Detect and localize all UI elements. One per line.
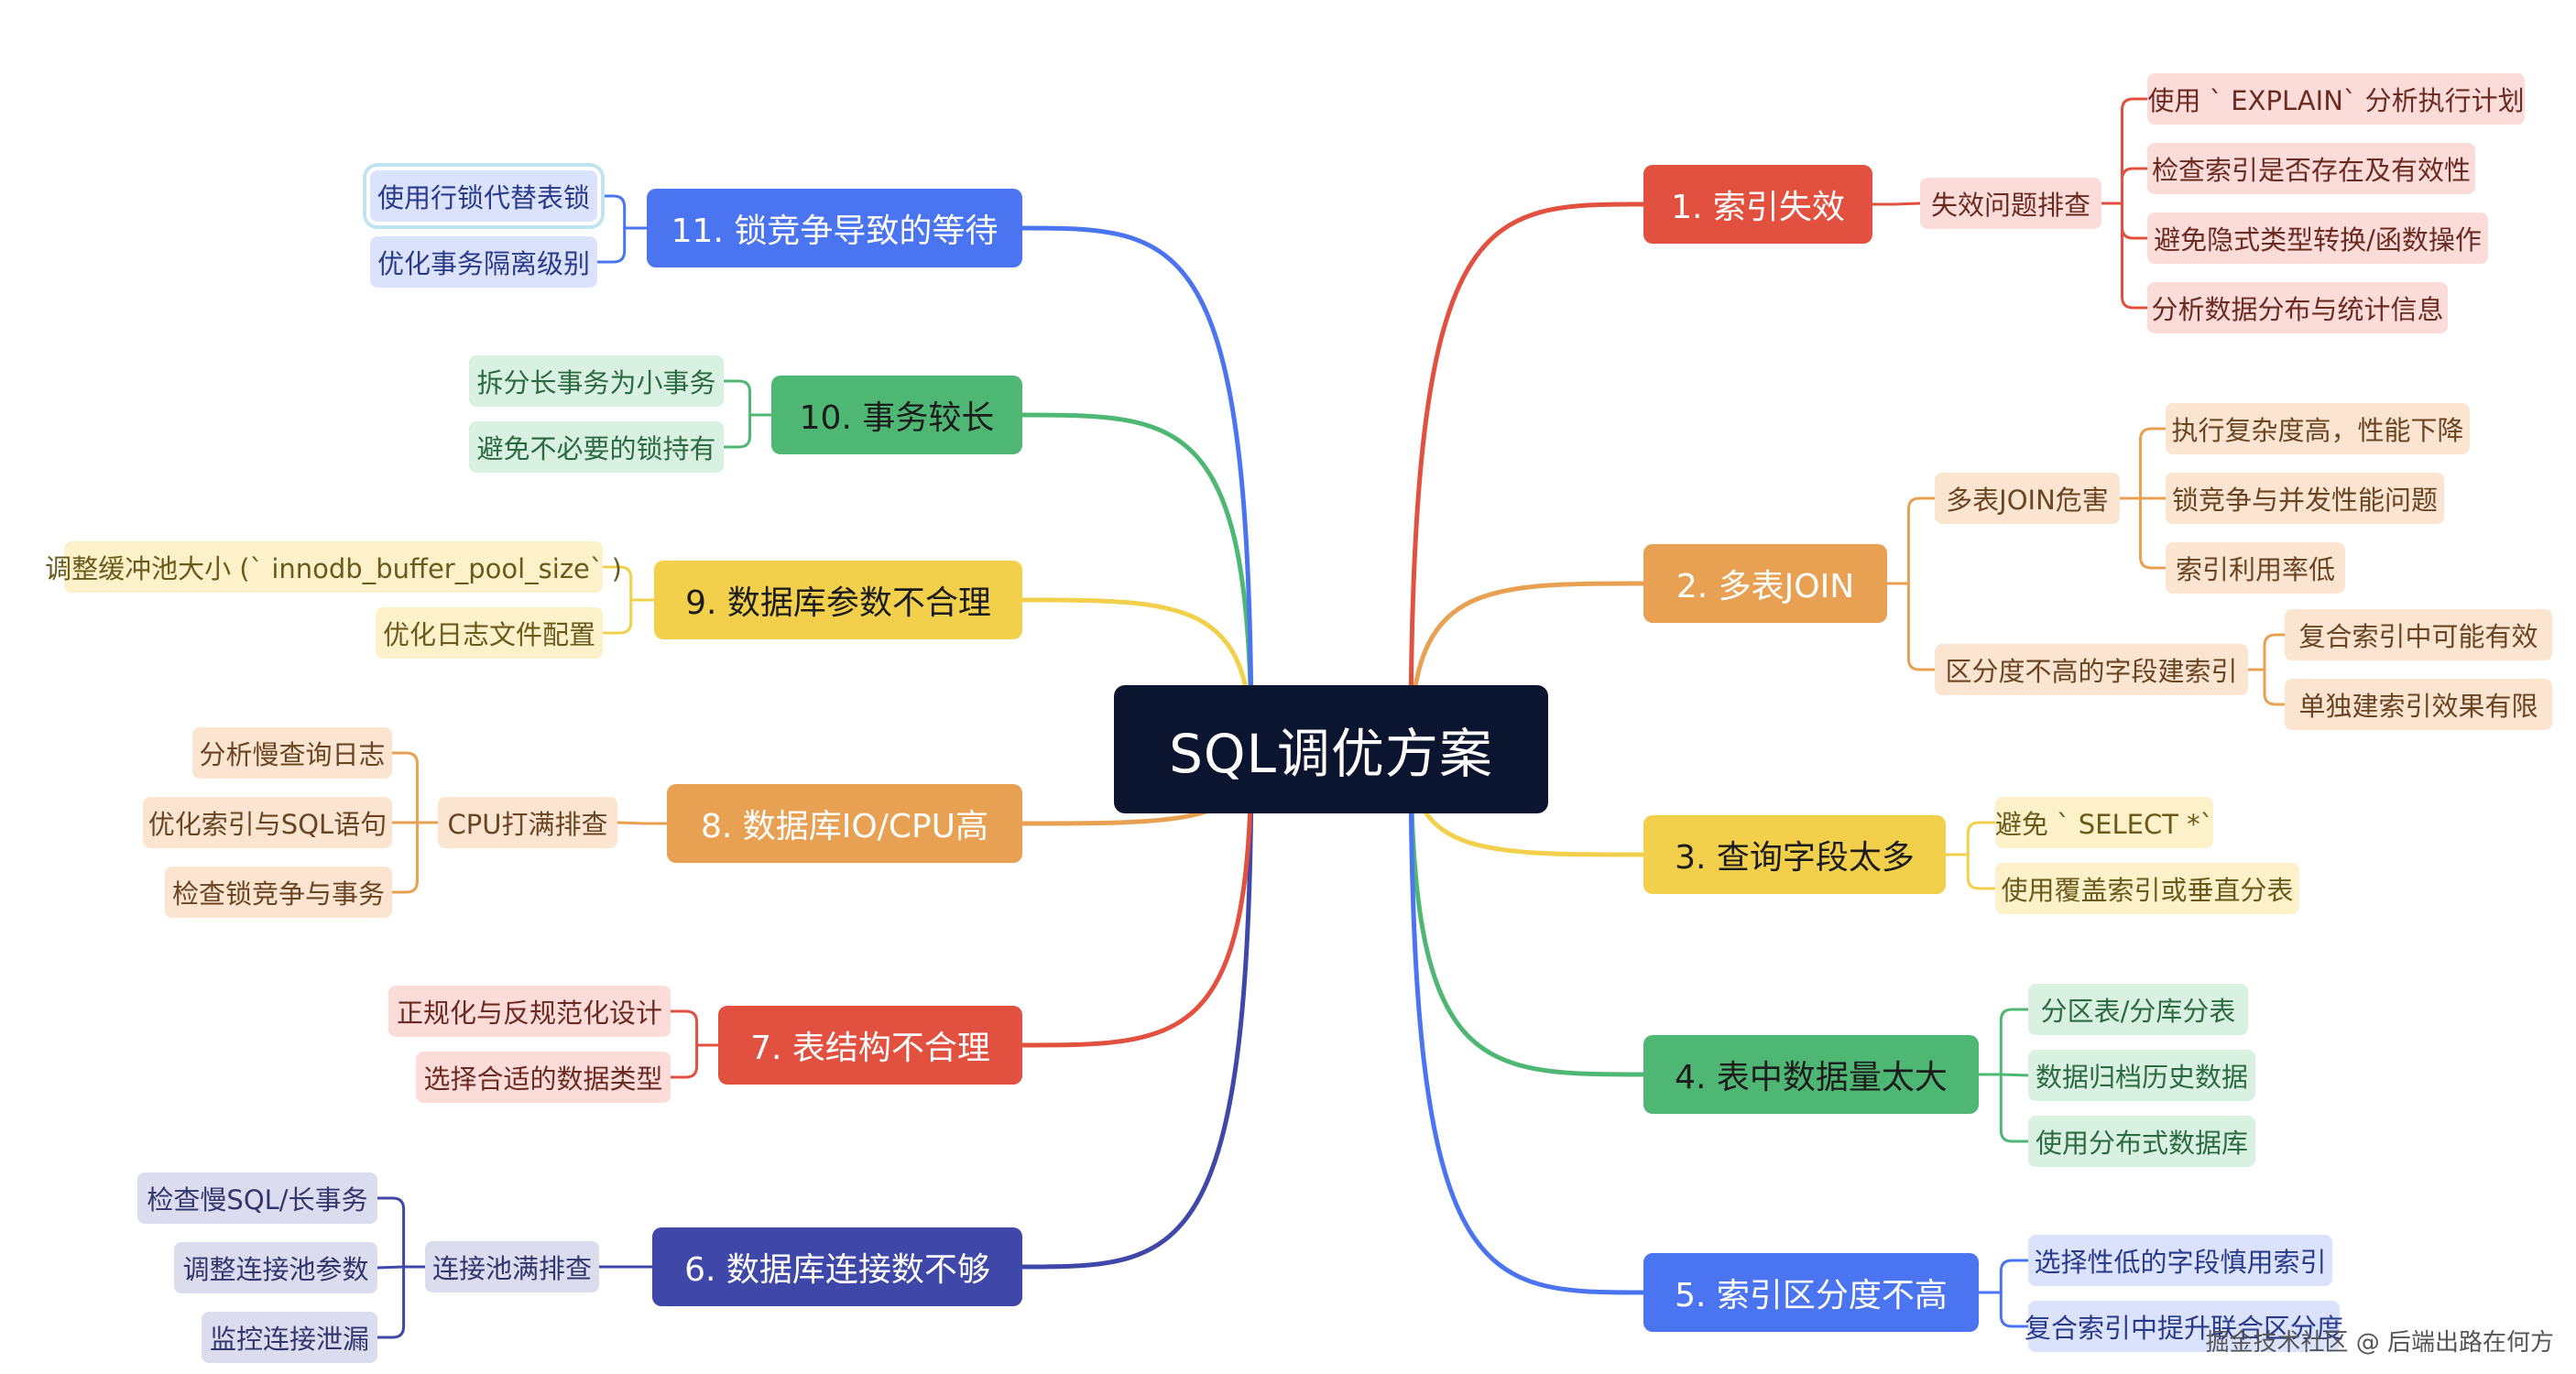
connector-b8-sub-child-3	[390, 821, 419, 894]
connector-b5-child-2	[1999, 1291, 2030, 1328]
connector-b9-child-1	[601, 565, 633, 602]
connector-b9-child-2	[601, 598, 633, 635]
branch-7-leaf-1[interactable]: 正规化与反规范化设计	[388, 986, 671, 1037]
branch-10-node[interactable]: 10. 事务较长	[771, 376, 1022, 454]
connector-b4-child-2	[1999, 1073, 2030, 1077]
connector-b4-child-3	[1999, 1073, 2030, 1143]
connector-b6-sub-child-2	[376, 1265, 406, 1270]
branch-5-node[interactable]: 5. 索引区分度不高	[1643, 1253, 1979, 1332]
branch-7-node[interactable]: 7. 表结构不合理	[718, 1006, 1022, 1085]
connector-b11-child-1	[595, 194, 627, 230]
connector-b3-child-1	[1966, 821, 1997, 856]
connector-b7-child-1	[669, 1009, 699, 1047]
branch-4-node[interactable]: 4. 表中数据量太大	[1643, 1035, 1979, 1114]
connector-b2-child-1	[1906, 496, 1937, 585]
branch-11-leaf-2[interactable]: 优化事务隔离级别	[370, 236, 597, 288]
branch-1-node[interactable]: 1. 索引失效	[1643, 165, 1872, 244]
connector-b2-sub2-child-2	[2263, 668, 2287, 706]
connector-b1-sub-child-3	[2121, 202, 2149, 240]
branch-2-sub-2-leaf-1[interactable]: 复合索引中可能有效	[2285, 609, 2552, 660]
connector-b2-child-2	[1906, 582, 1937, 671]
branch-3-node[interactable]: 3. 查询字段太多	[1643, 815, 1946, 894]
branch-7-leaf-2[interactable]: 选择合适的数据类型	[416, 1052, 671, 1103]
branch-2-sub-1-leaf-3[interactable]: 索引利用率低	[2166, 542, 2345, 594]
branch-11-leaf-1[interactable]: 使用行锁代替表锁	[370, 170, 597, 222]
branch-9-leaf-1[interactable]: 调整缓冲池大小 (` innodb_buffer_pool_size` )	[45, 541, 622, 593]
branch-6-node[interactable]: 6. 数据库连接数不够	[652, 1227, 1022, 1306]
branch-6-sub-node[interactable]: 连接池满排查	[425, 1241, 599, 1292]
connector-b2-sub1-child-1	[2139, 427, 2167, 500]
branch-8-leaf-3[interactable]: 检查锁竞争与事务	[165, 867, 392, 918]
connector-b8-sub-child-1	[390, 751, 419, 824]
branch-6-leaf-3[interactable]: 监控连接泄漏	[202, 1312, 377, 1363]
connector-root-branch-6	[1020, 747, 1254, 1270]
connector-b5-child-1	[1999, 1259, 2030, 1294]
branch-11-node[interactable]: 11. 锁竞争导致的等待	[647, 189, 1022, 267]
connector-b4-child-1	[1999, 1008, 2030, 1076]
watermark-text: 掘金技术社区 @ 后端出路在何方	[2205, 1329, 2554, 1357]
connector-root-branch-10	[1020, 412, 1254, 752]
branch-2-sub-2-leaf-2[interactable]: 单独建索引效果有限	[2285, 679, 2552, 730]
connector-b10-child-1	[722, 379, 752, 417]
connector-b10-child-2	[722, 413, 752, 449]
branch-1-leaf-4[interactable]: 分析数据分布与统计信息	[2147, 282, 2448, 333]
connector-b1-sub-child-1	[2121, 97, 2149, 205]
connector-b2-sub2-child-1	[2263, 633, 2287, 671]
branch-9-node[interactable]: 9. 数据库参数不合理	[654, 561, 1022, 639]
connector-b1-child-1	[1892, 202, 1922, 206]
connector-root-branch-5	[1408, 747, 1646, 1295]
connector-root-branch-1	[1408, 202, 1646, 752]
branch-8-leaf-2[interactable]: 优化索引与SQL语句	[143, 797, 392, 848]
root-node[interactable]: SQL调优方案	[1114, 685, 1548, 813]
connector-root-branch-4	[1408, 747, 1646, 1077]
branch-4-leaf-3[interactable]: 使用分布式数据库	[2028, 1116, 2255, 1167]
branch-1-leaf-1[interactable]: 使用 ` EXPLAIN` 分析执行计划	[2147, 73, 2525, 125]
branch-2-node[interactable]: 2. 多表JOIN	[1643, 544, 1887, 623]
branch-8-node[interactable]: 8. 数据库IO/CPU高	[667, 784, 1022, 863]
branch-1-leaf-3[interactable]: 避免隐式类型转换/函数操作	[2147, 213, 2488, 264]
branch-10-leaf-1[interactable]: 拆分长事务为小事务	[469, 355, 724, 407]
branch-2-sub-2-node[interactable]: 区分度不高的字段建索引	[1935, 644, 2248, 695]
connector-root-branch-11	[1020, 225, 1254, 752]
connector-b11-child-2	[595, 226, 627, 264]
branch-10-leaf-2[interactable]: 避免不必要的锁持有	[469, 421, 724, 473]
connector-root-branch-7	[1020, 747, 1254, 1048]
connector-b1-sub-child-4	[2121, 202, 2149, 310]
branch-6-leaf-2[interactable]: 调整连接池参数	[174, 1242, 377, 1293]
branch-8-sub-node[interactable]: CPU打满排查	[438, 797, 617, 848]
connector-b6-sub-child-3	[376, 1265, 406, 1339]
connector-b1-sub-child-2	[2121, 167, 2149, 205]
branch-8-leaf-1[interactable]: 分析慢查询日志	[192, 727, 392, 779]
branch-2-sub-1-leaf-2[interactable]: 锁竞争与并发性能问题	[2166, 473, 2444, 524]
connector-b7-child-2	[669, 1043, 699, 1079]
branch-2-sub-1-node[interactable]: 多表JOIN危害	[1935, 473, 2120, 524]
branch-3-leaf-1[interactable]: 避免 ` SELECT *`	[1995, 797, 2213, 848]
branch-2-sub-1-leaf-1[interactable]: 执行复杂度高，性能下降	[2166, 403, 2470, 454]
branch-1-sub-node[interactable]: 失效问题排查	[1920, 178, 2101, 229]
branch-5-leaf-1[interactable]: 选择性低的字段慎用索引	[2028, 1235, 2332, 1286]
branch-1-leaf-2[interactable]: 检查索引是否存在及有效性	[2147, 143, 2475, 194]
branch-6-leaf-1[interactable]: 检查慢SQL/长事务	[137, 1172, 377, 1224]
connector-b6-sub-child-1	[376, 1196, 406, 1269]
branch-4-leaf-2[interactable]: 数据归档历史数据	[2028, 1050, 2255, 1101]
connector-b2-sub1-child-3	[2139, 496, 2167, 570]
branch-5-leaf-2[interactable]: 复合索引中提升联合区分度	[2025, 1301, 2343, 1352]
branch-9-leaf-2[interactable]: 优化日志文件配置	[376, 607, 603, 659]
connector-b3-child-2	[1966, 853, 1997, 890]
branch-4-leaf-1[interactable]: 分区表/分库分表	[2028, 984, 2248, 1035]
branch-3-leaf-2[interactable]: 使用覆盖索引或垂直分表	[1995, 863, 2299, 914]
